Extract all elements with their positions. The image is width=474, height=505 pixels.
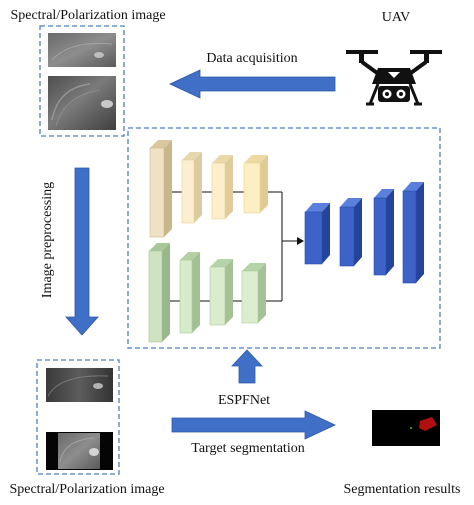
target-segmentation-label: Target segmentation [191, 441, 304, 456]
espfnet-label: ESPFNet [218, 393, 270, 408]
green-encoder-block-4 [241, 263, 266, 324]
espfnet-input-arrow [231, 349, 263, 384]
segmentation-result-image [372, 410, 440, 446]
polarization-image-bottom [46, 432, 113, 470]
spectral-image-top [48, 33, 116, 67]
green-encoder-block-2 [179, 252, 200, 334]
top-image-panel [39, 25, 125, 137]
segmentation-results-label: Segmentation results [343, 482, 460, 497]
image-preprocessing-label: Image preprocessing [40, 182, 55, 298]
tan-encoder-block-1 [149, 140, 172, 238]
espfnet-panel [127, 127, 441, 349]
blue-decoder-block-1 [304, 203, 330, 265]
polarization-image-top [48, 76, 116, 130]
blue-decoder-block-4 [402, 182, 424, 284]
blue-decoder-block-3 [373, 189, 394, 276]
data-acquisition-arrow [169, 69, 336, 99]
tan-encoder-block-3 [211, 155, 233, 220]
blue-decoder-block-2 [339, 198, 362, 267]
data-acquisition-label: Data acquisition [206, 51, 297, 66]
uav-label: UAV [382, 10, 411, 25]
green-encoder-block-1 [148, 243, 170, 343]
bottom-left-title: Spectral/Polarization image [9, 482, 164, 497]
tan-encoder-block-4 [243, 155, 268, 214]
image-preprocessing-arrow [65, 167, 99, 336]
green-encoder-block-3 [209, 259, 233, 326]
spectral-image-bottom [46, 368, 113, 402]
target-segmentation-arrow [171, 410, 336, 440]
top-left-title: Spectral/Polarization image [10, 8, 165, 23]
drone-icon [346, 50, 442, 106]
tan-encoder-block-2 [181, 152, 202, 224]
bottom-image-panel [36, 359, 120, 475]
